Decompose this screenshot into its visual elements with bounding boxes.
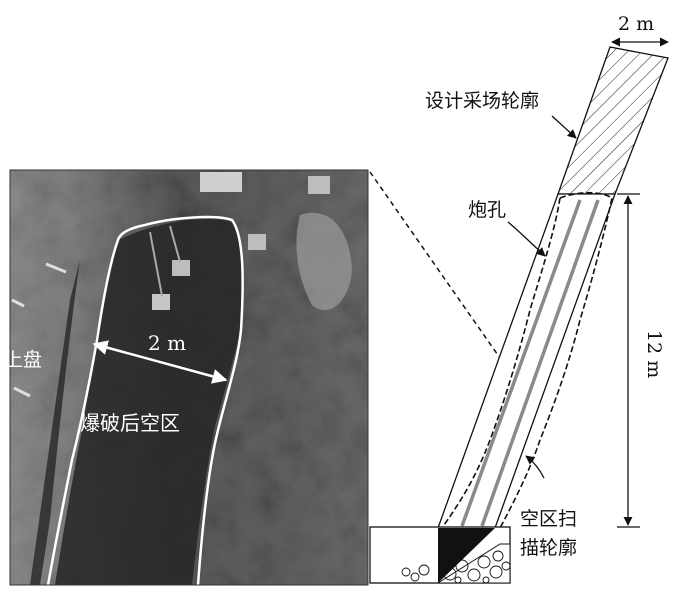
void-outline	[46, 215, 244, 585]
void-label: 爆破后空区	[80, 411, 180, 435]
schematic-panel: 2 m 12 m 设计采场轮廓 炮孔 空区扫 描轮廓	[369, 13, 669, 584]
hanging-wall-edge	[30, 260, 80, 585]
scan-outline-leader	[525, 455, 545, 479]
rock-bolt	[45, 262, 67, 274]
photo-width-label: 2 m	[148, 331, 186, 355]
height-label: 12 m	[643, 330, 665, 378]
photo-panel	[10, 170, 368, 585]
support-plate	[308, 176, 330, 194]
design-stope-hatch	[557, 46, 669, 195]
support-plate	[200, 172, 242, 192]
blasthole	[460, 199, 582, 527]
zoom-connector-top	[369, 171, 501, 359]
support-plate	[248, 234, 266, 250]
design-outline-leader	[551, 115, 577, 139]
blasthole-leader	[507, 221, 546, 257]
muck-rocks	[401, 550, 511, 584]
rock-patch	[296, 212, 352, 311]
scan-outline-label-line1: 空区扫	[520, 508, 577, 530]
scan-outline-label-line2: 描轮廓	[520, 537, 577, 559]
design-stope-outline	[437, 193, 616, 529]
scan-outline-left	[441, 197, 561, 529]
scan-outline-right	[499, 191, 613, 529]
photo-frame	[9, 169, 369, 586]
support-plate	[172, 260, 190, 276]
blasthole	[480, 199, 600, 527]
rock-bolt	[169, 225, 181, 263]
blasthole-label: 炮孔	[468, 199, 506, 221]
top-width-label: 2 m	[618, 13, 654, 35]
support-plate	[152, 294, 170, 310]
rock-bolt	[13, 386, 31, 398]
hanging-wall-label: 上盘	[4, 349, 42, 371]
rock-bolt	[11, 298, 25, 308]
design-outline-label: 设计采场轮廓	[425, 90, 539, 112]
width-arrow	[92, 340, 228, 384]
rock-bolt	[149, 231, 163, 297]
undercut-wedge	[438, 528, 495, 583]
